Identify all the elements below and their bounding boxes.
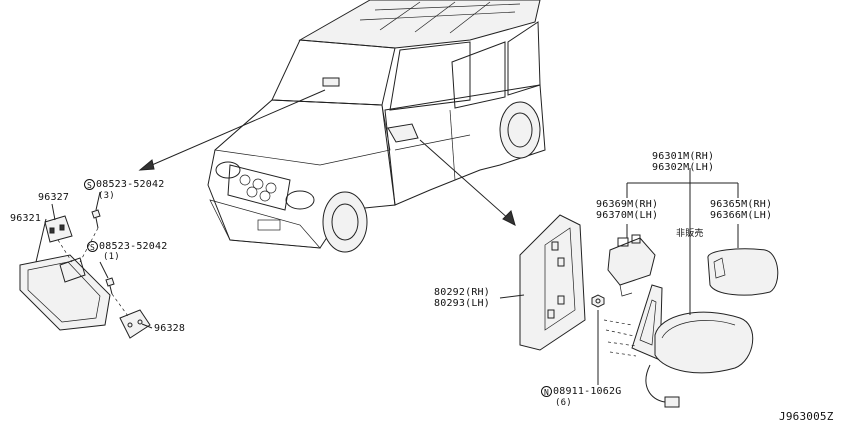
label-nut-qty: (6): [555, 398, 572, 408]
label-80292: 80292(RH): [434, 287, 490, 298]
outer-mirror: [603, 284, 754, 408]
arrow-to-door-mirror: [419, 139, 516, 226]
bolt-2-part-number: 08523-52042: [99, 241, 168, 252]
label-96370m: 96370M(LH): [596, 210, 659, 221]
label-96302m: 96302M(LH): [652, 162, 715, 173]
label-96369m: 96369M(RH): [596, 199, 659, 210]
inner-mirror-group: [19, 209, 151, 339]
vehicle-illustration: [207, 0, 546, 253]
label-not-for-sale: 非販売: [676, 229, 704, 239]
label-96365m: 96365M(RH): [710, 199, 773, 210]
label-96321: 96321: [10, 213, 42, 224]
standard-part-symbol: N: [541, 386, 552, 397]
label-96327: 96327: [38, 192, 70, 203]
label-96301m: 96301M(RH): [652, 151, 715, 162]
nut: [591, 294, 605, 308]
mirror-actuator: [607, 234, 656, 297]
nut-part-number: 08911-1062G: [553, 386, 622, 397]
diagram-code: J963005Z: [779, 410, 834, 423]
standard-part-symbol: S: [84, 179, 95, 190]
label-bolt-1-qty: (3): [98, 191, 115, 201]
corner-finisher: [519, 214, 586, 351]
mirror-glass: [707, 248, 779, 296]
arrow-to-inner-mirror: [138, 89, 326, 171]
label-80293: 80293(LH): [434, 298, 490, 309]
bolt-1-part-number: 08523-52042: [96, 179, 165, 190]
label-96366m: 96366M(LH): [710, 210, 773, 221]
label-96328: 96328: [154, 323, 186, 334]
standard-part-symbol: S: [87, 241, 98, 252]
label-bolt-2-qty: (1): [103, 252, 120, 262]
